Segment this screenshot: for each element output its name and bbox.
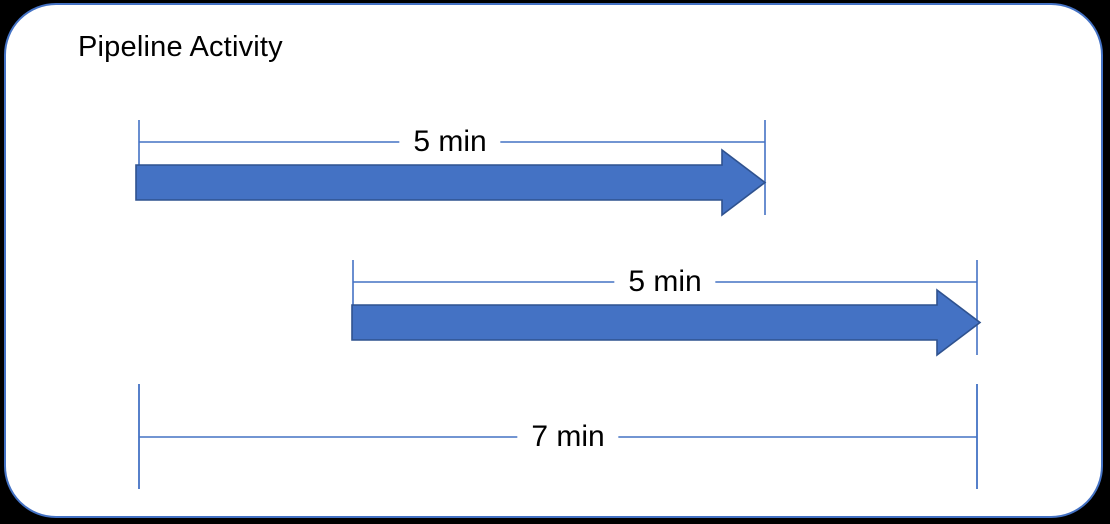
arrow-1 [135, 148, 767, 217]
arrow-shape-2 [351, 288, 982, 357]
dimension-label-3: 7 min [517, 420, 619, 454]
dimension-label-1: 5 min [399, 125, 501, 159]
page-title: Pipeline Activity [78, 31, 283, 63]
dimension-label-2: 5 min [614, 265, 716, 299]
arrow-shape-1 [135, 148, 767, 217]
arrow-2 [351, 288, 982, 357]
